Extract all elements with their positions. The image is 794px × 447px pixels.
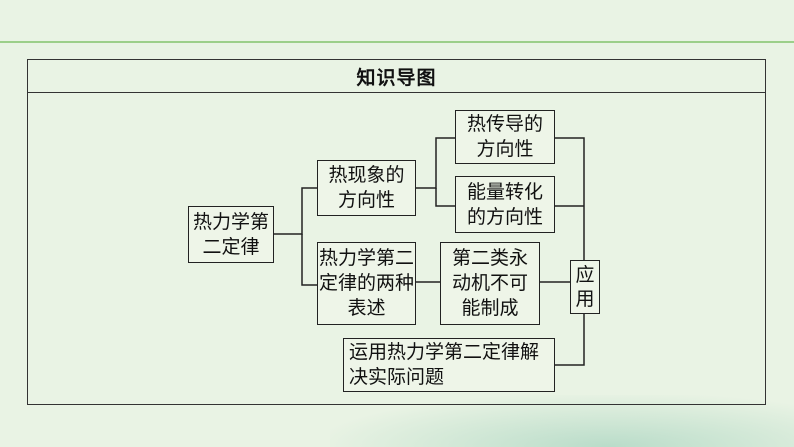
node-direction-label: 热现象的方向性 [328,164,405,211]
title-row: 知识导图 [28,60,765,93]
node-solve-problems-label: 运用热力学第二定律解决实际问题 [349,341,540,388]
node-perpetual-motion-label: 第二类永动机不可能制成 [451,247,528,319]
node-application: 应用 [570,260,600,314]
node-root: 热力学第二定律 [188,206,274,263]
header-accent-line [0,41,794,43]
node-two-statements: 热力学第二定律的两种表述 [317,242,416,325]
node-perpetual-motion: 第二类永动机不可能制成 [440,242,540,325]
node-energy-conversion-label: 能量转化的方向性 [466,180,543,228]
node-energy-conversion: 能量转化的方向性 [455,176,555,233]
background-wave [330,395,794,447]
diagram-title: 知识导图 [356,66,437,89]
diagram-frame: 知识导图 [27,59,766,405]
node-root-label: 热力学第二定律 [193,210,270,258]
node-two-statements-label: 热力学第二定律的两种表述 [319,247,415,319]
node-direction: 热现象的方向性 [317,160,416,216]
node-heat-conduction: 热传导的方向性 [455,110,555,164]
node-heat-conduction-label: 热传导的方向性 [466,113,543,160]
node-application-label: 应用 [575,264,595,310]
node-solve-problems: 运用热力学第二定律解决实际问题 [343,338,555,392]
